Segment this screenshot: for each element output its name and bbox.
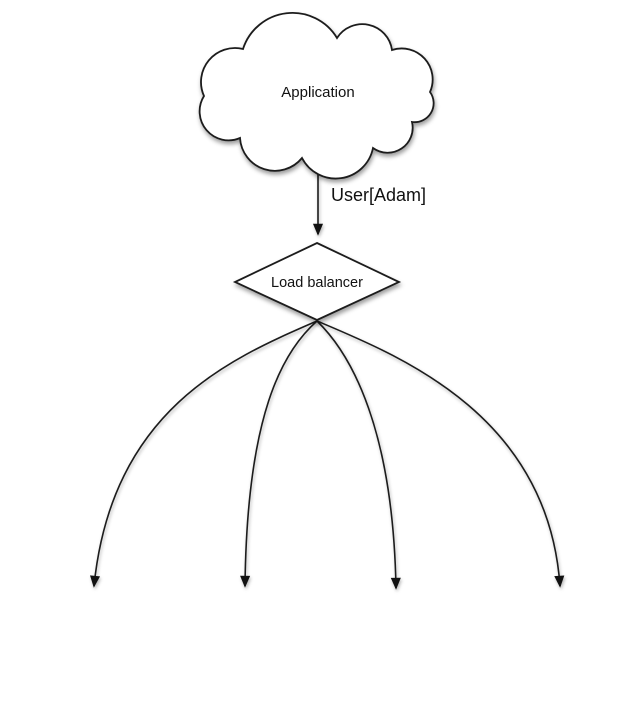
- edges-load-balancer-to-shards: [90, 320, 565, 590]
- edge-to-shard-d-f: [240, 320, 318, 588]
- load-balancer-label: Load balancer: [271, 275, 363, 291]
- edge-to-shard-x-y: [316, 320, 565, 588]
- load-balancer-diamond-shape: [232, 242, 402, 321]
- request-edge-label: User[Adam]: [331, 185, 426, 205]
- application-label: Application: [281, 84, 354, 101]
- application-cloud-node: Application: [198, 12, 435, 180]
- application-cloud-shape: [198, 12, 435, 180]
- edge-to-shard-a-c: [90, 320, 318, 588]
- load-balancer-node: Load balancer: [232, 242, 402, 321]
- edge-to-shard-g-i: [316, 320, 401, 590]
